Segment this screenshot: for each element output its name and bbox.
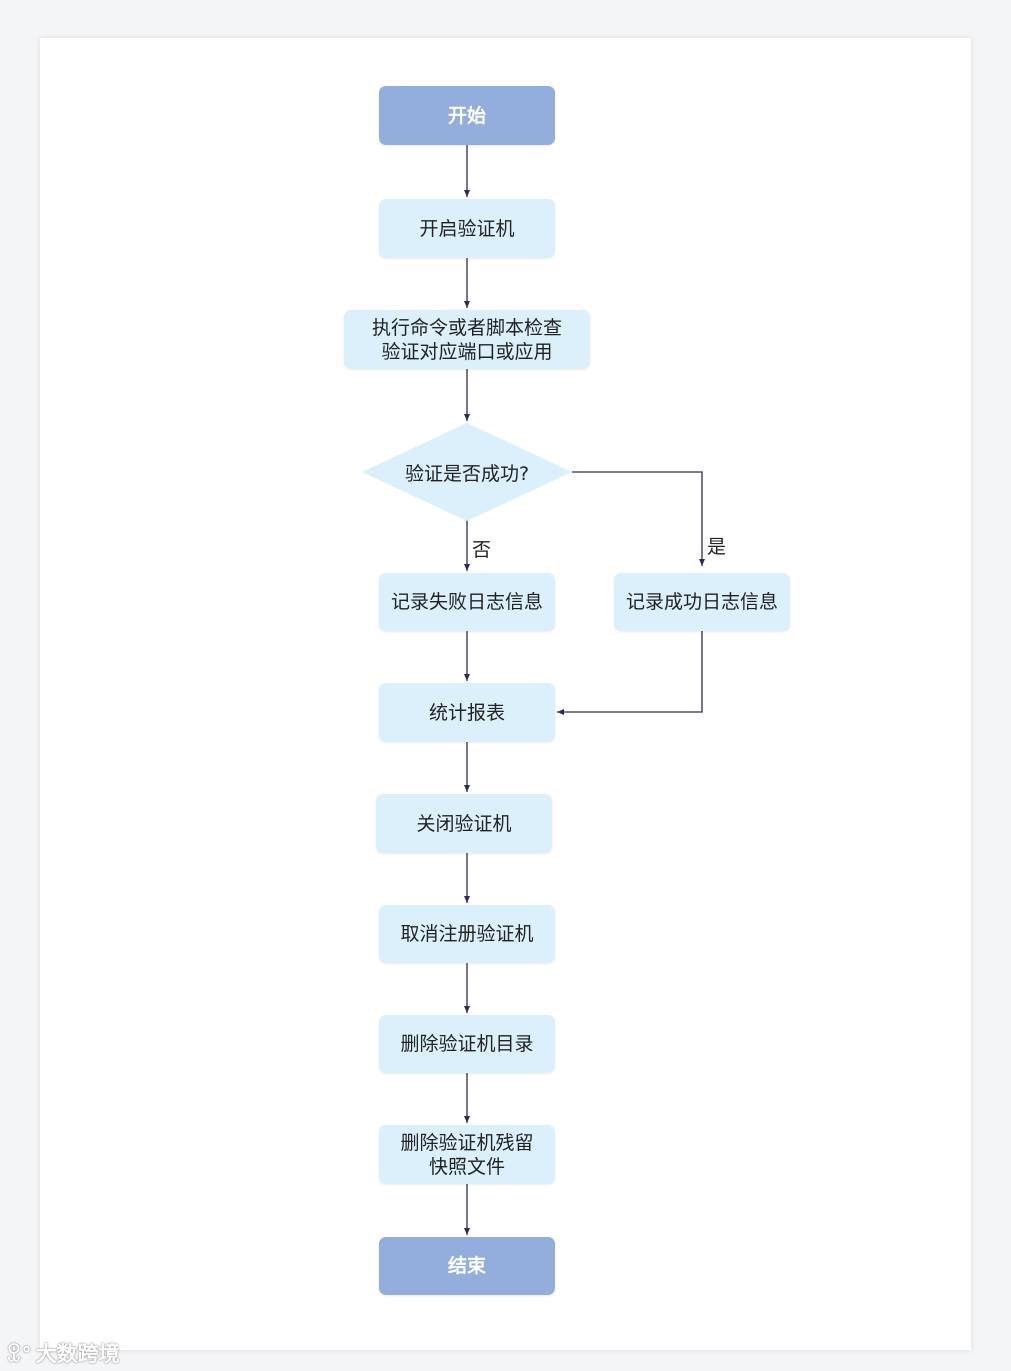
decision-label: 验证是否成功? — [404, 462, 530, 485]
delete-dir-node: 删除验证机目录 — [379, 1015, 555, 1073]
edge-success-to-report — [557, 631, 703, 715]
end-node: 结束 — [379, 1237, 555, 1295]
open-vm-node: 开启验证机 — [379, 199, 555, 258]
no-label: 否 — [472, 539, 492, 561]
yes-label: 是 — [707, 536, 727, 558]
watermark-text: 大数跨境 — [35, 1342, 120, 1366]
unregister-vm-node: 取消注册验证机 — [379, 905, 555, 963]
edge-decision-to-success — [572, 471, 705, 566]
log-fail-node: 记录失败日志信息 — [379, 573, 555, 631]
delete-snapshot-node: 删除验证机残留 快照文件 — [379, 1125, 555, 1184]
run-check-node: 执行命令或者脚本检查 验证对应端口或应用 — [344, 310, 590, 369]
log-success-node: 记录成功日志信息 — [614, 573, 790, 631]
watermark-logo-icon: ꀾ° — [6, 1342, 32, 1366]
report-node: 统计报表 — [379, 683, 555, 742]
start-node: 开始 — [379, 86, 555, 145]
decision-diamond — [362, 423, 572, 521]
close-vm-node: 关闭验证机 — [376, 794, 552, 853]
watermark: ꀾ° 大数跨境 — [6, 1338, 120, 1368]
